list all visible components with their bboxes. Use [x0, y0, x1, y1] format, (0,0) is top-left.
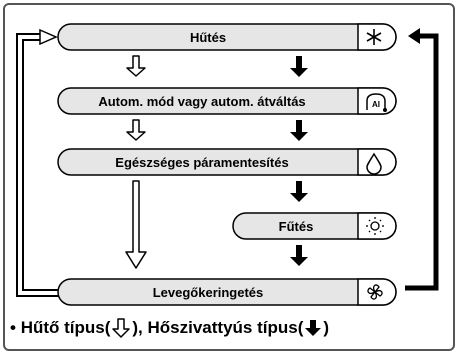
mode-label-heating: Fűtés: [279, 219, 314, 234]
heatpump-arrow-1: [290, 56, 308, 77]
heatpump-arrow-4: [290, 245, 308, 266]
legend-bullet: •: [10, 318, 16, 337]
mode-label-cooling: Hűtés: [190, 30, 226, 45]
legend-cooling-type: Hűtő típus(: [20, 318, 111, 337]
water-drop-icon: [366, 152, 382, 175]
mode-cycle-diagram: Hűtés Autom. mód vagy autom. átváltás AI…: [16, 23, 439, 306]
mode-label-auto: Autom. mód vagy autom. átváltás: [98, 94, 305, 109]
heatpump-return-loop: [405, 28, 439, 291]
svg-text:AI: AI: [372, 100, 380, 109]
cooling-arrow-3: [125, 180, 147, 269]
legend-end-paren: ): [323, 318, 330, 337]
legend: • Hűtő típus(), Hőszivattyús típus(): [10, 318, 329, 338]
cooling-return-loop: [16, 28, 60, 297]
mode-dehumidify: Egészséges páramentesítés: [57, 148, 397, 176]
heatpump-arrow-3: [290, 181, 308, 202]
sun-icon: [366, 217, 384, 235]
snowflake-icon: [366, 29, 382, 45]
hollow-arrow-icon: [112, 318, 131, 338]
solid-arrow-icon: [305, 320, 322, 336]
fan-icon: [367, 284, 383, 300]
mode-label-fan: Levegőkeringetés: [153, 285, 264, 300]
mode-auto: Autom. mód vagy autom. átváltás AI: [57, 87, 397, 115]
cooling-arrow-2: [126, 119, 146, 141]
mode-label-dehumidify: Egészséges páramentesítés: [115, 155, 288, 170]
cooling-arrow-1: [126, 55, 146, 77]
mode-heating: Fűtés: [232, 212, 397, 240]
auto-ai-icon: AI: [366, 93, 387, 112]
legend-close-paren: ),: [132, 318, 143, 337]
mode-fan: Levegőkeringetés: [57, 278, 397, 306]
legend-heatpump-type: Hőszivattyús típus(: [147, 318, 304, 337]
heatpump-arrow-2: [290, 120, 308, 141]
diagram-frame: [3, 3, 455, 351]
mode-cooling: Hűtés: [57, 23, 397, 51]
